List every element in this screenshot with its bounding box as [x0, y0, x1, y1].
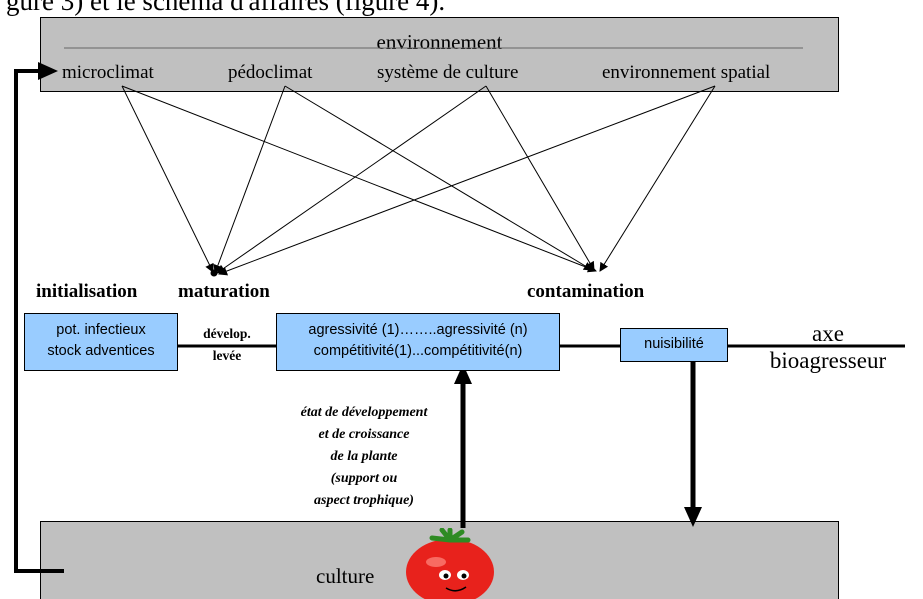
maturation-node — [210, 269, 218, 277]
feedback-arrow-head — [38, 62, 58, 80]
arrow-microclimat-contamination — [121, 85, 597, 273]
arrow-spatial-maturation — [218, 85, 716, 276]
arrow-pedoclimat-maturation — [213, 85, 286, 274]
environment-title: environnement — [376, 30, 503, 54]
feedback-loop — [14, 69, 64, 573]
arrow-microclimat-maturation — [121, 85, 214, 273]
arrow-spatial-contamination — [599, 85, 716, 272]
environment-box: environnement — [40, 17, 839, 92]
culture-label: culture — [316, 564, 375, 588]
axis-label-line-2: bioagresseur — [769, 348, 887, 373]
arrow-systeme-contamination — [485, 85, 595, 271]
initial-stock-box: pot. infectieux stock adventices — [24, 313, 178, 371]
harm-label: nuisibilité — [644, 336, 704, 352]
link-label-line-2: levée — [212, 348, 242, 363]
stage-maturation: maturation — [178, 281, 270, 302]
arrow-pedoclimat-contamination — [284, 85, 593, 271]
axis-label: axe bioagresseur — [738, 322, 918, 372]
initial-line-2: stock adventices — [47, 343, 155, 359]
stage-contamination: contamination — [527, 281, 645, 302]
plant-state-line-5: aspect trophique) — [314, 493, 414, 508]
env-item-environnement-spatial: environnement spatial — [602, 62, 771, 83]
stage-initialisation: initialisation — [36, 281, 138, 302]
arrow-systeme-maturation — [216, 85, 487, 274]
plant-state-line-3: de la plante — [330, 449, 398, 464]
env-item-systeme-culture: système de culture — [377, 62, 519, 83]
initial-line-1: pot. infectieux — [56, 322, 146, 338]
plant-state-note: état de développement et de croissance d… — [264, 402, 464, 512]
axis-label-line-1: axe — [812, 321, 844, 346]
plant-state-line-4: (support ou — [330, 471, 398, 486]
plant-state-line-2: et de croissance — [318, 427, 410, 442]
harm-arrow-head — [684, 507, 702, 527]
aggressivity-box: agressivité (1)……..agressivité (n) compé… — [276, 313, 560, 371]
plant-state-arrow-head — [454, 364, 472, 384]
link-label: dévelop. levée — [178, 323, 276, 366]
aggressivity-line-2: compétitivité(1)...compétitivité(n) — [313, 343, 523, 359]
caption-cut-text: gure 3) et le schéma d'affaires (figure … — [6, 0, 446, 16]
env-item-pedoclimat: pédoclimat — [228, 62, 313, 83]
plant-state-line-1: état de développement — [300, 405, 428, 420]
link-label-line-1: dévelop. — [203, 326, 251, 341]
aggressivity-line-1: agressivité (1)……..agressivité (n) — [308, 322, 528, 338]
tomato-icon — [406, 528, 494, 599]
influence-arrows — [121, 85, 716, 276]
env-item-microclimat: microclimat — [62, 62, 154, 83]
harm-box: nuisibilité — [620, 328, 728, 362]
